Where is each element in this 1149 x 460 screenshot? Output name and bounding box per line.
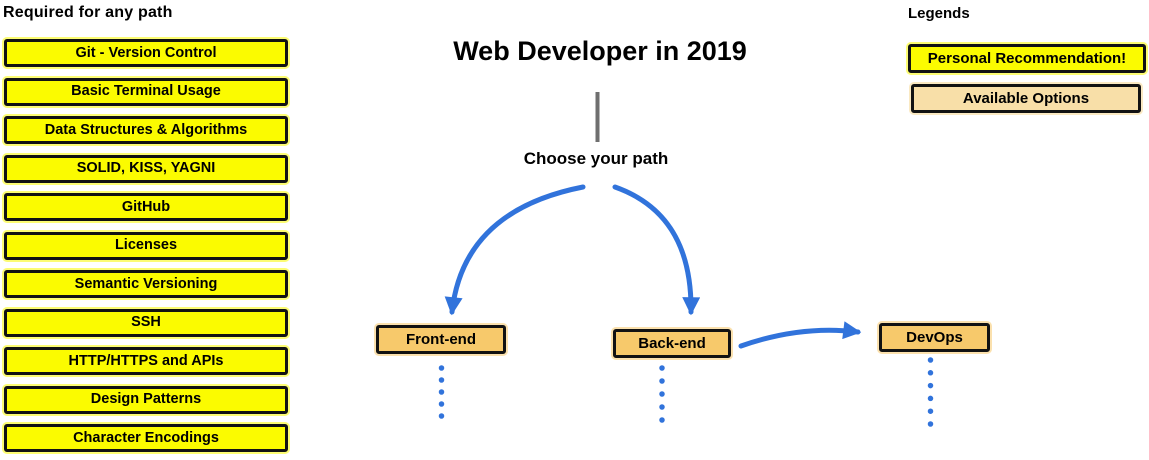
- required-item-git[interactable]: Git - Version Control: [4, 39, 288, 67]
- required-item-github[interactable]: GitHub: [4, 193, 288, 221]
- required-item-ssh[interactable]: SSH: [4, 308, 288, 337]
- legends-heading: Legends: [908, 5, 970, 22]
- path-frontend-box[interactable]: Front-end: [376, 325, 506, 354]
- required-list: Git - Version Control Basic Terminal Usa…: [4, 39, 288, 452]
- arrow-to-frontend: [444, 184, 586, 316]
- required-item-solid[interactable]: SOLID, KISS, YAGNI: [4, 154, 288, 183]
- required-item-terminal[interactable]: Basic Terminal Usage: [4, 77, 288, 106]
- required-item-patterns[interactable]: Design Patterns: [4, 385, 288, 414]
- required-item-semver[interactable]: Semantic Versioning: [4, 270, 288, 298]
- page-title: Web Developer in 2019: [453, 36, 747, 66]
- path-devops-box[interactable]: DevOps: [879, 323, 990, 352]
- required-heading: Required for any path: [3, 4, 173, 21]
- path-backend-box[interactable]: Back-end: [613, 329, 731, 358]
- legend-personal-recommendation: Personal Recommendation!: [908, 44, 1146, 73]
- required-item-encodings[interactable]: Character Encodings: [4, 424, 288, 452]
- legend-available-options: Available Options: [911, 84, 1141, 113]
- required-item-dsa[interactable]: Data Structures & Algorithms: [4, 116, 288, 144]
- required-item-http[interactable]: HTTP/HTTPS and APIs: [4, 347, 288, 375]
- arrow-backend-to-devops: [738, 321, 862, 349]
- arrow-to-backend: [612, 184, 701, 316]
- choose-your-path-label: Choose your path: [523, 149, 669, 168]
- required-item-licenses[interactable]: Licenses: [4, 231, 288, 260]
